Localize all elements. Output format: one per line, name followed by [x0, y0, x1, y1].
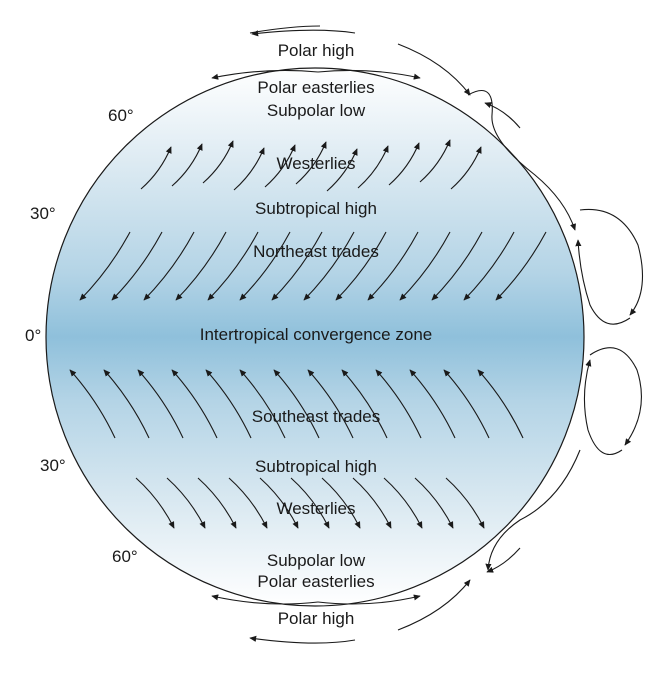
westerlies-north-arrow [140, 146, 172, 190]
surface-wind-arrows [69, 139, 547, 529]
southeast-trades-arrow [307, 369, 354, 439]
westerlies-north-arrow [326, 148, 358, 192]
westerlies-south-arrow [383, 477, 423, 529]
label-westerlies-north: Westerlies [276, 154, 355, 173]
westerlies-south-arrow [352, 477, 392, 529]
southeast-trades-arrow [443, 369, 490, 439]
southeast-trades-arrow [103, 369, 150, 439]
circulation-arrow [317, 594, 421, 605]
westerlies-north-arrow [233, 147, 265, 191]
circulation-arrow [397, 579, 471, 631]
southeast-trades-arrow [273, 369, 320, 439]
label-subpolar-low-south: Subpolar low [267, 551, 366, 570]
northeast-trades-arrow [399, 231, 451, 301]
latitude-label-60n: 60° [108, 106, 134, 125]
circulation-arrow [484, 102, 521, 129]
label-polar-high-north: Polar high [278, 41, 355, 60]
northeast-trades-arrow [495, 231, 547, 301]
northeast-trades-arrow [239, 231, 291, 301]
northeast-trades-arrow [175, 231, 227, 301]
westerlies-south-arrow [445, 477, 485, 529]
label-itcz: Intertropical convergence zone [200, 325, 432, 344]
circulation-arrow [467, 90, 576, 231]
polar-high-south-circulation [211, 547, 521, 644]
westerlies-north-arrow [295, 141, 327, 185]
southeast-trades-arrow [409, 369, 456, 439]
circulation-arrow [575, 239, 631, 325]
northeast-trades-arrow [143, 231, 195, 301]
southeast-trades-arrow [375, 369, 422, 439]
westerlies-south-arrow [259, 477, 299, 529]
label-polar-easterlies-north: Polar easterlies [257, 78, 374, 97]
latitude-label-30n: 30° [30, 204, 56, 223]
westerlies-north-arrow [264, 144, 296, 188]
label-westerlies-south: Westerlies [276, 499, 355, 518]
circulation-arrow [249, 635, 356, 644]
circulation-arrow [249, 25, 321, 34]
circulation-arrow [251, 29, 356, 37]
westerlies-south-arrow [228, 477, 268, 529]
label-southeast-trades: Southeast trades [252, 407, 381, 426]
northeast-trades-arrow [431, 231, 483, 301]
vertical-cell-circulation [467, 90, 643, 571]
label-subtropical-high-north: Subtropical high [255, 199, 377, 218]
southeast-trades-arrow [341, 369, 388, 439]
northeast-trades-arrow [303, 231, 355, 301]
southeast-trades-arrow [137, 369, 184, 439]
northeast-trades-arrow [463, 231, 515, 301]
westerlies-north-arrow [450, 146, 482, 190]
westerlies-north-arrow [388, 142, 420, 186]
latitude-label-60s: 60° [112, 547, 138, 566]
westerlies-south-arrow [135, 477, 175, 529]
circulation-arrow [583, 359, 623, 455]
southeast-trades-arrow [171, 369, 218, 439]
southeast-trades-arrow [477, 369, 524, 439]
circulation-arrow [397, 43, 471, 96]
westerlies-north-arrow [419, 139, 451, 183]
circulation-arrow [211, 594, 319, 605]
westerlies-south-arrow [197, 477, 237, 529]
northeast-trades-arrow [271, 231, 323, 301]
westerlies-north-arrow [202, 140, 234, 184]
westerlies-south-arrow [321, 477, 361, 529]
globe [45, 67, 585, 607]
polar-high-north-circulation [211, 25, 521, 129]
westerlies-south-arrow [166, 477, 206, 529]
westerlies-south-arrow [290, 477, 330, 529]
circulation-arrow [579, 208, 643, 316]
circulation-arrow [317, 69, 421, 80]
label-polar-easterlies-south: Polar easterlies [257, 572, 374, 591]
northeast-trades-arrow [367, 231, 419, 301]
label-polar-high-south: Polar high [278, 609, 355, 628]
label-subpolar-low-north: Subpolar low [267, 101, 366, 120]
circulation-arrow [211, 69, 319, 80]
westerlies-north-arrow [357, 145, 389, 189]
label-northeast-trades: Northeast trades [253, 242, 379, 261]
westerlies-north-arrow [171, 143, 203, 187]
northeast-trades-arrow [79, 231, 131, 301]
circulation-arrow [485, 449, 581, 571]
northeast-trades-arrow [111, 231, 163, 301]
label-subtropical-high-south: Subtropical high [255, 457, 377, 476]
northeast-trades-arrow [335, 231, 387, 301]
latitude-label-equator: 0° [25, 326, 41, 345]
southeast-trades-arrow [69, 369, 116, 439]
circulation-arrow [589, 347, 642, 446]
southeast-trades-arrow [205, 369, 252, 439]
southeast-trades-arrow [239, 369, 286, 439]
westerlies-south-arrow [414, 477, 454, 529]
latitude-label-30s: 30° [40, 456, 66, 475]
northeast-trades-arrow [207, 231, 259, 301]
